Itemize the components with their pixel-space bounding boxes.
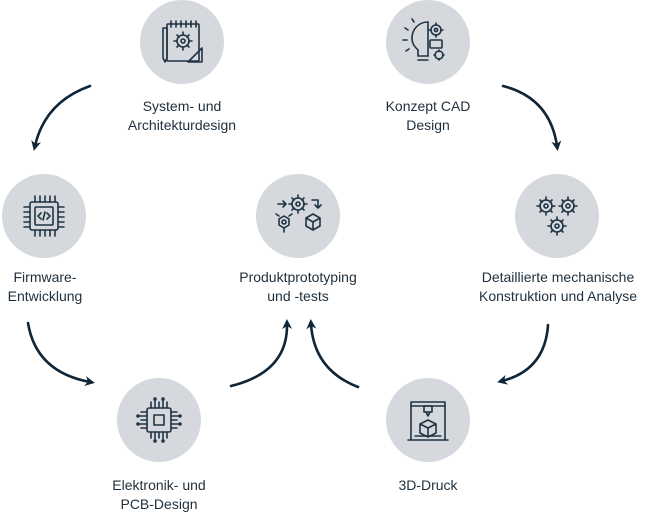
node-druck-circle (386, 378, 470, 462)
arrow-elektronik-to-produkt (229, 319, 293, 388)
label-konzept: Konzept CAD Design (385, 98, 471, 133)
node-produkt-circle (256, 174, 340, 258)
3d-printer-icon (407, 401, 449, 441)
label-detail: Detaillierte mechanische Konstruktion un… (479, 269, 637, 304)
arrow-konzept-to-detail (501, 84, 562, 151)
label-elektronik: Elektronik- und PCB-Design (112, 477, 206, 512)
node-system-circle (140, 0, 224, 84)
pcb-chip-icon (136, 397, 182, 443)
node-konzept-circle (386, 0, 470, 84)
node-firmware-circle (2, 174, 86, 258)
label-druck: 3D-Druck (398, 477, 458, 493)
idea-gear-icon (402, 18, 445, 61)
label-produkt: Produktprototyping und -tests (239, 269, 357, 304)
arrow-firmware-to-elektronik (26, 321, 95, 387)
gears-icon (536, 196, 578, 236)
gear-cube-cycle-icon (275, 194, 322, 233)
node-elektronik-circle (117, 378, 201, 462)
label-firmware: Firmware- Entwicklung (7, 269, 83, 304)
arrow-system-to-firmware (31, 84, 92, 151)
arrow-detail-to-druck (497, 323, 550, 385)
label-system: System- und Architekturdesign (127, 98, 237, 133)
blueprint-gear-icon (162, 20, 203, 63)
node-detail-circle (515, 174, 599, 258)
arrow-druck-to-produkt (306, 319, 360, 389)
chip-code-icon (23, 195, 65, 237)
